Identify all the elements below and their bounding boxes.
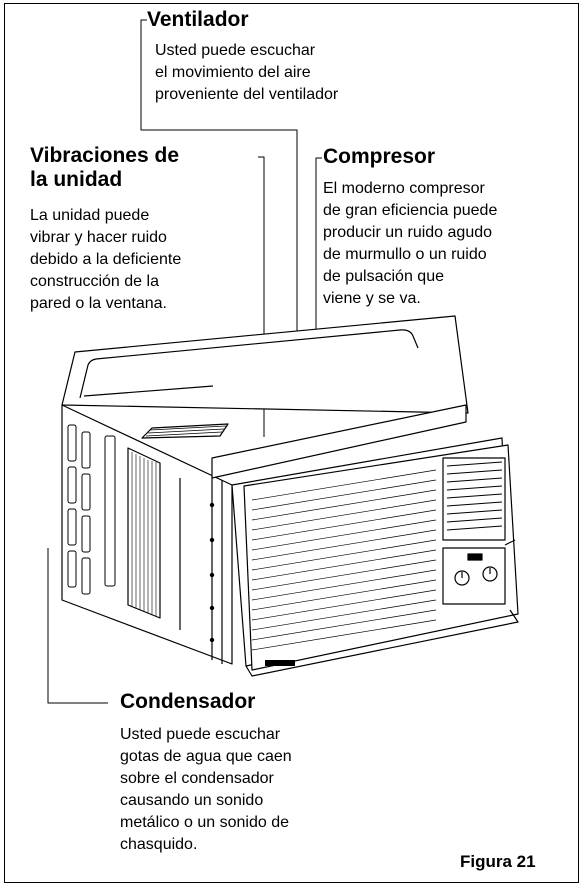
- compresor-line: El moderno compresor: [323, 180, 485, 197]
- vibraciones-title: Vibraciones de la unidad: [30, 144, 179, 192]
- vibraciones-line: La unidad puede: [30, 207, 150, 224]
- condensador-line: chasquido.: [120, 836, 198, 853]
- ventilador-title: Ventilador: [147, 8, 249, 31]
- vibraciones-title-line: Vibraciones de: [30, 144, 180, 167]
- condensador-line: gotas de agua que caen: [120, 748, 292, 765]
- condensador-line: causando un sonido: [120, 792, 264, 809]
- condensador-line: metálico o un sonido de: [120, 814, 289, 831]
- vibraciones-line: pared o la ventana.: [30, 295, 167, 312]
- ventilador-line: proveniente del ventilador: [155, 86, 339, 103]
- vibraciones-line: debido a la deficiente: [30, 251, 182, 268]
- compresor-line: de gran eficiencia puede: [323, 202, 498, 219]
- ventilador-line: Usted puede escuchar: [155, 42, 316, 59]
- ventilador-leader: [140, 19, 298, 380]
- compresor-description: El moderno compresor de gran eficiencia …: [323, 178, 497, 310]
- compresor-title: Compresor: [323, 145, 436, 168]
- figure-frame: [4, 3, 579, 883]
- vibraciones-title-line: la unidad: [30, 168, 123, 191]
- compresor-line: viene y se va.: [323, 290, 421, 307]
- condensador-line: Usted puede escuchar: [120, 726, 281, 743]
- condensador-leader: [47, 548, 108, 704]
- vibraciones-line: vibrar y hacer ruido: [30, 229, 167, 246]
- compresor-line: producir un ruido agudo: [323, 224, 493, 241]
- ventilador-line: el movimiento del aire: [155, 64, 311, 81]
- condensador-line: sobre el condensador: [120, 770, 274, 787]
- vibraciones-line: construcción de la: [30, 273, 159, 290]
- compresor-line: de pulsación que: [323, 268, 444, 285]
- condensador-description: Usted puede escuchar gotas de agua que c…: [120, 724, 292, 856]
- figure-label: Figura 21: [460, 852, 536, 871]
- condensador-title: Condensador: [120, 690, 256, 713]
- vibraciones-description: La unidad puede vibrar y hacer ruido deb…: [30, 205, 181, 315]
- compresor-line: de murmullo o un ruido: [323, 246, 487, 263]
- ventilador-description: Usted puede escuchar el movimiento del a…: [155, 40, 338, 106]
